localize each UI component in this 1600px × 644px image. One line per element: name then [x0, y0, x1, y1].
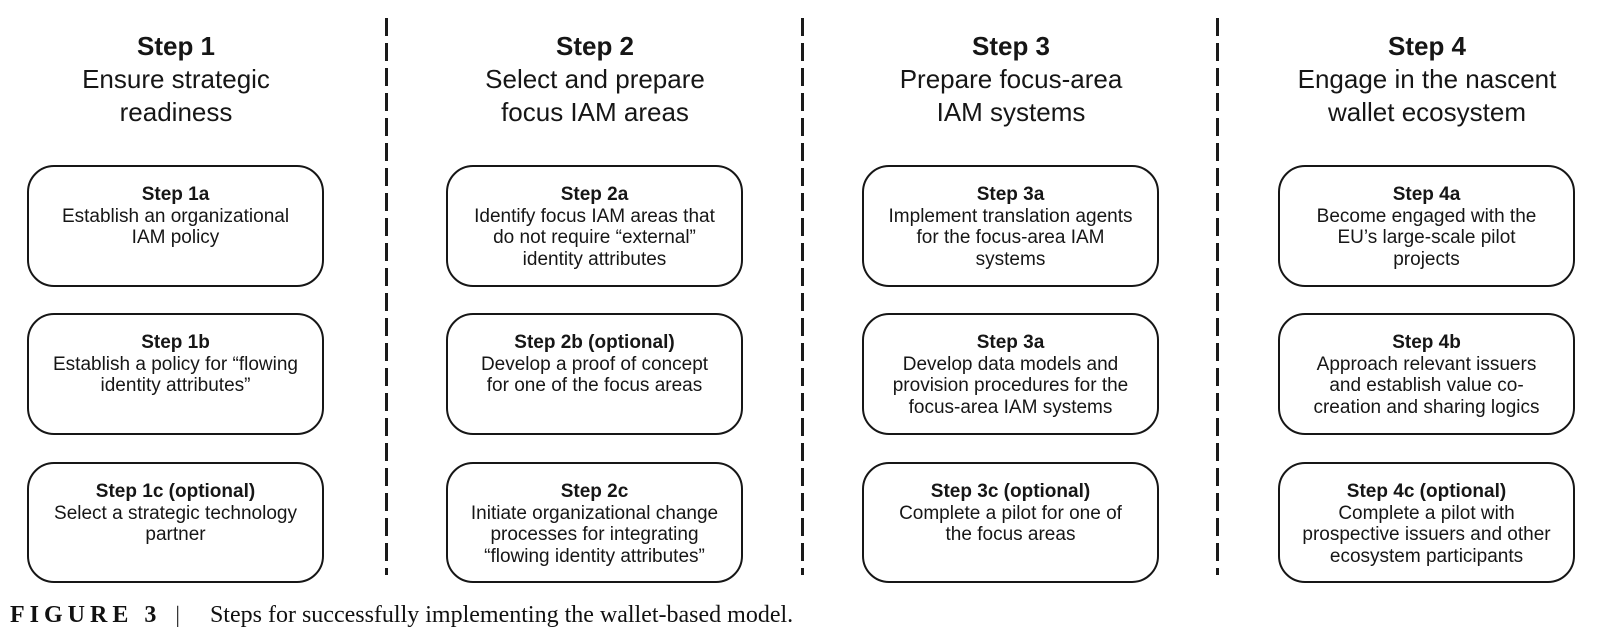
- column-1-subtitle: Ensure strategic readiness: [82, 64, 270, 127]
- step-box-2c: Step 2c Initiate organizational change p…: [446, 462, 743, 583]
- column-3-step-title: Step 3: [971, 31, 1051, 61]
- step-box-4b-body: Approach relevant issuers and establish …: [1313, 353, 1540, 418]
- figure-caption-text: Steps for successfully implementing the …: [209, 602, 794, 628]
- step-box-2c-title: Step 2c: [560, 481, 629, 502]
- figure-caption-label: FIGURE 3: [10, 602, 162, 628]
- step-box-3b: Step 3a Develop data models and provisio…: [862, 313, 1159, 435]
- step-box-3a: Step 3a Implement translation agents for…: [862, 165, 1159, 287]
- column-step-1: Step 1 Ensure strategic readiness Step 1…: [0, 0, 352, 600]
- column-2-header: Step 2 Select and prepare focus IAM area…: [419, 30, 771, 129]
- column-1-header: Step 1 Ensure strategic readiness: [0, 30, 352, 129]
- column-1-step-title: Step 1: [136, 31, 216, 61]
- column-3-subtitle: Prepare focus-area IAM systems: [899, 64, 1123, 127]
- column-4-header: Step 4 Engage in the nascent wallet ecos…: [1251, 30, 1600, 129]
- step-box-3c-body: Complete a pilot for one of the focus ar…: [899, 502, 1122, 546]
- step-box-1c: Step 1c (optional) Select a strategic te…: [27, 462, 324, 583]
- step-box-4c-title: Step 4c (optional): [1346, 481, 1507, 502]
- column-step-3: Step 3 Prepare focus-area IAM systems St…: [835, 0, 1187, 600]
- figure-caption: FIGURE 3 | Steps for successfully implem…: [10, 600, 793, 630]
- step-box-2a-body: Identify focus IAM areas that do not req…: [474, 205, 715, 270]
- step-box-4b: Step 4b Approach relevant issuers and es…: [1278, 313, 1575, 435]
- step-box-3c-title: Step 3c (optional): [930, 481, 1091, 502]
- step-box-4a-title: Step 4a: [1392, 184, 1461, 205]
- step-box-3c: Step 3c (optional) Complete a pilot for …: [862, 462, 1159, 583]
- step-box-3b-title: Step 3a: [976, 332, 1045, 353]
- dashed-divider-3: [1216, 18, 1219, 575]
- step-box-4c: Step 4c (optional) Complete a pilot with…: [1278, 462, 1575, 583]
- column-step-4: Step 4 Engage in the nascent wallet ecos…: [1251, 0, 1600, 600]
- dashed-divider-2: [801, 18, 804, 575]
- column-step-2: Step 2 Select and prepare focus IAM area…: [419, 0, 771, 600]
- column-3-header: Step 3 Prepare focus-area IAM systems: [835, 30, 1187, 129]
- step-box-1c-title: Step 1c (optional): [95, 481, 256, 502]
- step-box-1b-body: Establish a policy for “flowing identity…: [53, 353, 298, 397]
- step-box-2a: Step 2a Identify focus IAM areas that do…: [446, 165, 743, 287]
- figure-caption-separator: |: [175, 602, 180, 627]
- step-box-3a-title: Step 3a: [976, 184, 1045, 205]
- step-box-1a: Step 1a Establish an organizational IAM …: [27, 165, 324, 287]
- dashed-divider-1: [385, 18, 388, 575]
- step-box-1a-title: Step 1a: [141, 184, 210, 205]
- column-4-step-title: Step 4: [1387, 31, 1467, 61]
- step-box-3b-body: Develop data models and provision proced…: [892, 353, 1129, 418]
- step-box-1a-body: Establish an organizational IAM policy: [61, 205, 290, 249]
- column-2-subtitle: Select and prepare focus IAM areas: [485, 64, 705, 127]
- step-box-4a: Step 4a Become engaged with the EU’s lar…: [1278, 165, 1575, 287]
- step-box-1b-title: Step 1b: [141, 332, 210, 353]
- column-2-step-title: Step 2: [555, 31, 635, 61]
- step-box-4c-body: Complete a pilot with prospective issuer…: [1302, 502, 1551, 567]
- step-box-4b-title: Step 4b: [1392, 332, 1461, 353]
- step-box-2b-title: Step 2b (optional): [514, 332, 675, 353]
- step-box-2c-body: Initiate organizational change processes…: [470, 502, 719, 567]
- step-box-1b: Step 1b Establish a policy for “flowing …: [27, 313, 324, 435]
- step-box-2b: Step 2b (optional) Develop a proof of co…: [446, 313, 743, 435]
- step-box-1c-body: Select a strategic technology partner: [54, 502, 297, 546]
- step-box-2a-title: Step 2a: [560, 184, 629, 205]
- step-box-2b-body: Develop a proof of concept for one of th…: [480, 353, 709, 397]
- step-box-3a-body: Implement translation agents for the foc…: [888, 205, 1133, 270]
- step-box-4a-body: Become engaged with the EU’s large-scale…: [1316, 205, 1537, 270]
- column-4-subtitle: Engage in the nascent wallet ecosystem: [1297, 64, 1557, 127]
